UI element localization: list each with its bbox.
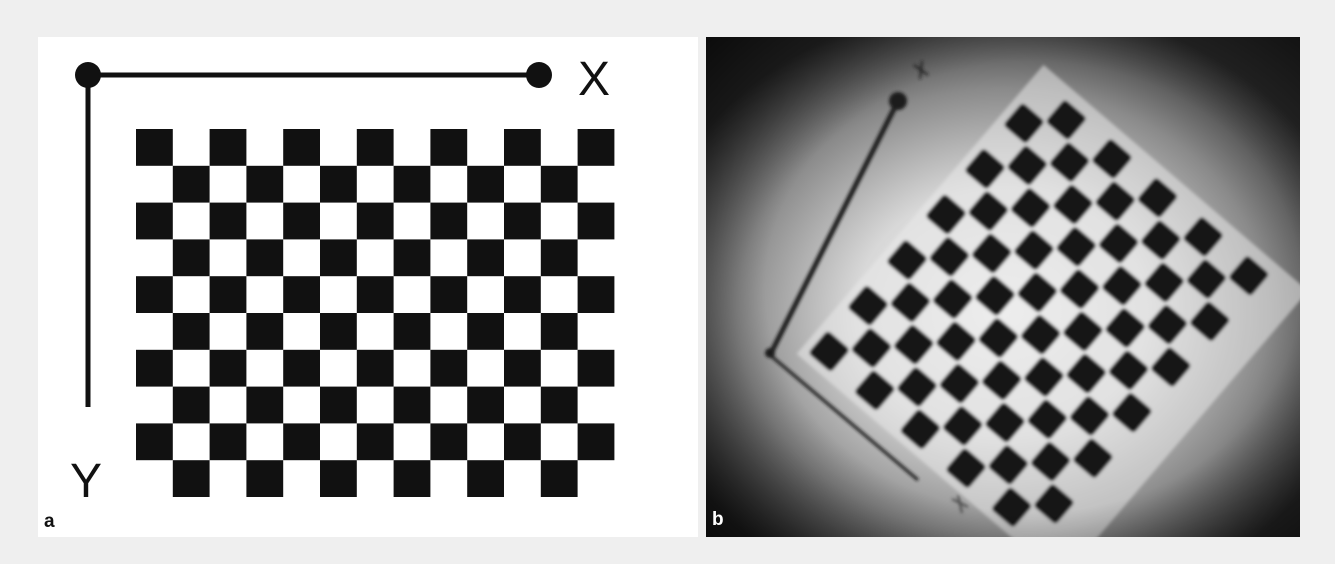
checker-square (394, 166, 431, 203)
checker-square (394, 313, 431, 350)
checker-square (320, 460, 357, 497)
panel-a-svg: X Y (38, 37, 698, 537)
panel-b-svg (706, 37, 1300, 537)
checker-square (467, 166, 504, 203)
checker-square (357, 423, 394, 460)
x-axis-end-dot (526, 62, 552, 88)
checker-square (357, 276, 394, 313)
checker-square (320, 239, 357, 276)
checker-square (467, 387, 504, 424)
checker-square (394, 239, 431, 276)
checker-square (136, 350, 173, 387)
checker-square (173, 313, 210, 350)
checker-square (210, 203, 247, 240)
checker-square (246, 313, 283, 350)
checker-square (394, 460, 431, 497)
checker-square (504, 276, 541, 313)
checker-square (173, 387, 210, 424)
checker-square (357, 129, 394, 166)
checker-square (210, 276, 247, 313)
panel-a-checkerboard-diagram: X Y a (38, 37, 698, 537)
checker-square (430, 423, 467, 460)
checker-square (541, 239, 578, 276)
checker-square (136, 129, 173, 166)
checker-square (246, 166, 283, 203)
checker-square (173, 166, 210, 203)
checker-square (430, 350, 467, 387)
photo-vignette (706, 37, 1300, 537)
checker-square (136, 203, 173, 240)
checker-square (504, 129, 541, 166)
checker-square (246, 460, 283, 497)
checker-square (136, 423, 173, 460)
checker-square (210, 350, 247, 387)
checker-square (283, 350, 320, 387)
checker-square (430, 129, 467, 166)
checker-square (173, 460, 210, 497)
checker-square (394, 387, 431, 424)
panel-label-a: a (44, 512, 55, 531)
checker-square (504, 350, 541, 387)
checker-square (210, 423, 247, 460)
origin-dot (75, 62, 101, 88)
panel-label-b: b (712, 510, 724, 529)
checker-square (283, 129, 320, 166)
y-axis-label: Y (70, 455, 102, 508)
checker-square (210, 129, 247, 166)
checkerboard-pattern (136, 129, 614, 497)
x-axis-label: X (578, 53, 610, 106)
checker-square (504, 203, 541, 240)
checker-square (430, 276, 467, 313)
checker-square (578, 423, 615, 460)
checker-square (320, 313, 357, 350)
checker-square (320, 387, 357, 424)
checker-square (357, 350, 394, 387)
panel-b-photo: b (706, 37, 1300, 537)
checker-square (246, 387, 283, 424)
checker-square (541, 166, 578, 203)
checker-square (283, 276, 320, 313)
checker-square (467, 460, 504, 497)
checker-square (283, 423, 320, 460)
checker-square (430, 203, 467, 240)
checker-square (578, 350, 615, 387)
checker-square (136, 276, 173, 313)
checker-square (357, 203, 394, 240)
checker-square (467, 239, 504, 276)
checker-square (504, 423, 541, 460)
checker-square (578, 276, 615, 313)
checker-square (541, 460, 578, 497)
checker-square (246, 239, 283, 276)
checker-square (541, 313, 578, 350)
checker-square (173, 239, 210, 276)
checker-square (541, 387, 578, 424)
checker-square (578, 129, 615, 166)
checker-square (283, 203, 320, 240)
checker-square (320, 166, 357, 203)
checker-square (467, 313, 504, 350)
checker-square (578, 203, 615, 240)
